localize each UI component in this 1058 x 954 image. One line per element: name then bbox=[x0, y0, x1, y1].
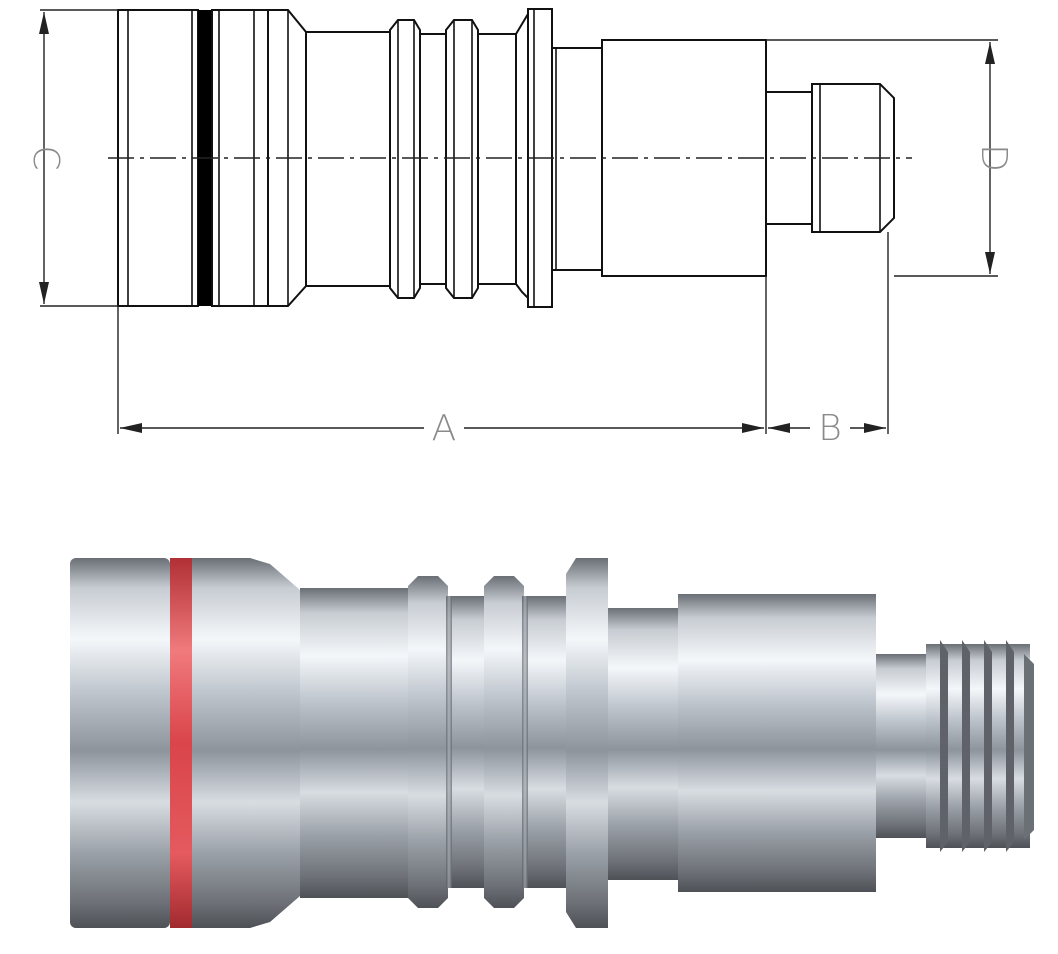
middle-body bbox=[305, 31, 391, 287]
render-rib-2 bbox=[484, 576, 524, 908]
rib-gap-1 bbox=[419, 33, 447, 285]
render-neck bbox=[608, 608, 678, 880]
render-taper bbox=[250, 558, 300, 928]
coupling-technical-drawing: C D A B bbox=[25, 8, 1014, 450]
render-collar bbox=[192, 558, 250, 928]
render-barrel bbox=[678, 594, 876, 892]
chamfer-ring bbox=[515, 10, 529, 301]
render-middle-body bbox=[300, 588, 408, 898]
render-rib-1 bbox=[408, 576, 448, 908]
render-threaded-end bbox=[926, 640, 1034, 852]
dimension-a-label: A bbox=[432, 408, 457, 449]
render-rib-gap-1 bbox=[446, 596, 486, 888]
render-rib-gap-2 bbox=[522, 596, 568, 888]
dimension-d-label: D bbox=[973, 144, 1014, 172]
render-seal-ring bbox=[170, 558, 192, 928]
coupling-3d-render bbox=[70, 558, 1034, 928]
rib-1 bbox=[389, 19, 421, 299]
dimension-c-label: C bbox=[25, 145, 66, 170]
rib-2 bbox=[445, 19, 479, 299]
neck bbox=[551, 47, 603, 271]
render-sleeve bbox=[70, 558, 170, 928]
dimension-b-label: B bbox=[818, 408, 842, 449]
render-flange bbox=[566, 558, 608, 928]
render-nipple-shoulder bbox=[876, 654, 926, 838]
